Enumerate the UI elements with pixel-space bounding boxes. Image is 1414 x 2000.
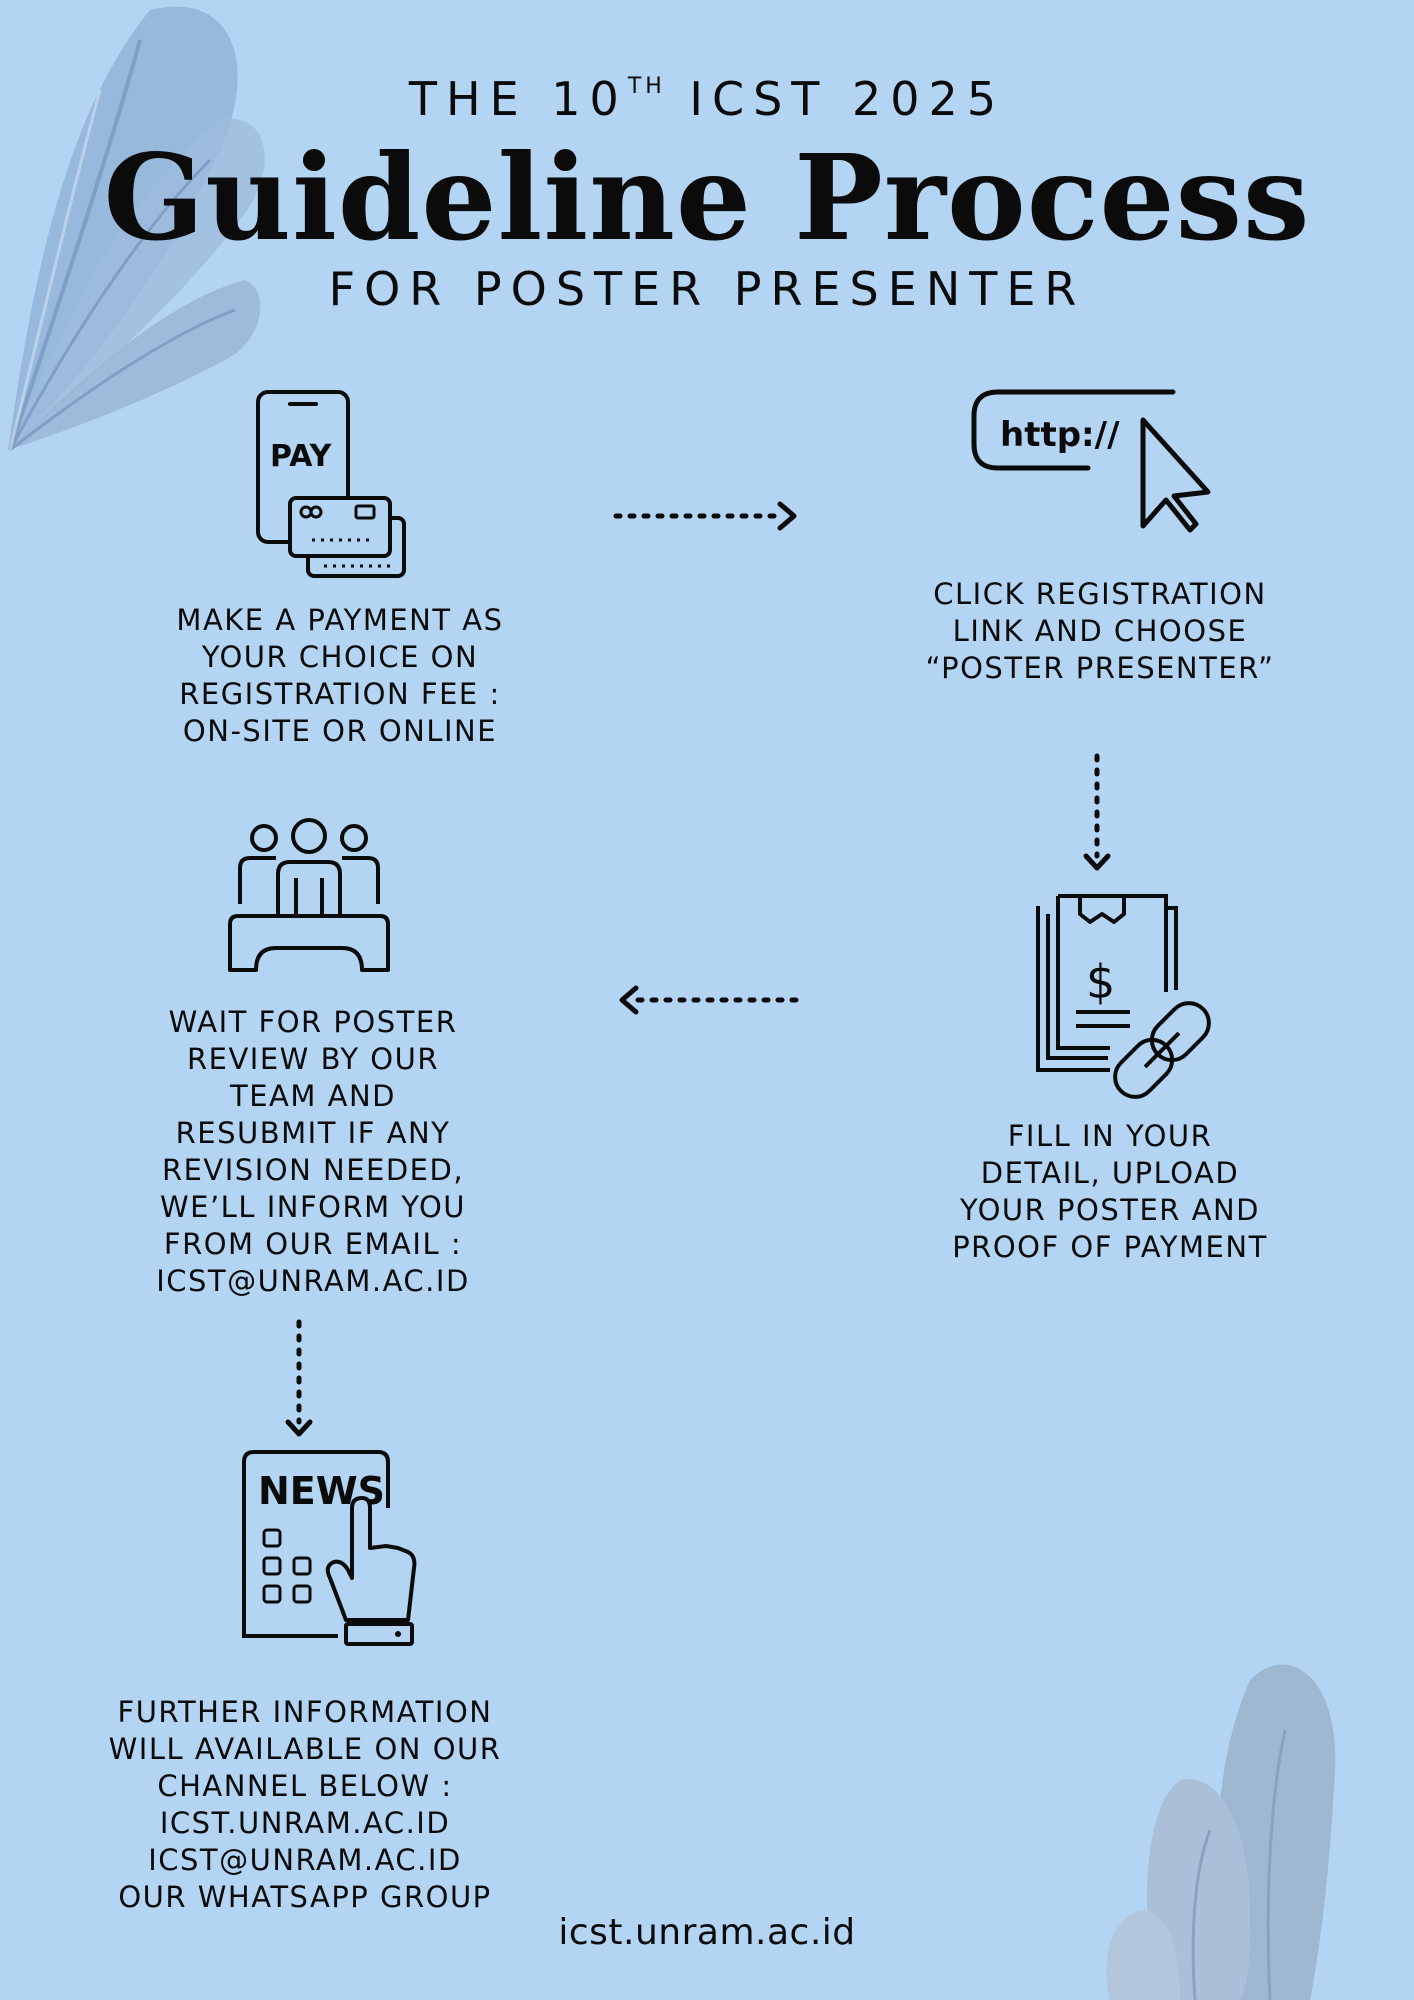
arrow-down-icon (285, 1319, 313, 1437)
step-4-text: WAIT FOR POSTER REVIEW BY OUR TEAM AND R… (156, 1005, 470, 1298)
event-eyebrow: THE 10TH ICST 2025 (0, 72, 1414, 126)
step-2-text: CLICK REGISTRATION LINK AND CHOOSE “POST… (925, 577, 1275, 685)
eyebrow-prefix: THE 10 (408, 72, 628, 126)
http-link-cursor-icon: http:// (968, 388, 1218, 533)
http-label: http:// (1000, 415, 1120, 455)
invoice-link-icon: $ (1030, 892, 1225, 1107)
pay-label: PAY (270, 439, 333, 474)
page-title: Guideline Process (103, 128, 1311, 267)
arrow-down-icon (1083, 753, 1111, 871)
leaf-decoration-bottom-right (1106, 1664, 1336, 2000)
page-subtitle: FOR POSTER PRESENTER (328, 262, 1086, 316)
review-team-icon (226, 818, 392, 976)
svg-text:$: $ (1086, 955, 1115, 1009)
eyebrow-superscript: TH (627, 74, 666, 99)
arrow-right-icon (613, 501, 797, 531)
step-5-text: FURTHER INFORMATION WILL AVAILABLE ON OU… (108, 1695, 502, 1914)
arrow-left-icon (619, 985, 803, 1015)
eyebrow-suffix: ICST 2025 (665, 72, 1006, 126)
step-3-text: FILL IN YOUR DETAIL, UPLOAD YOUR POSTER … (952, 1119, 1268, 1264)
pay-phone-card-icon: PAY (250, 388, 410, 583)
news-tablet-icon: NEWS (238, 1448, 418, 1648)
step-1-text: MAKE A PAYMENT AS YOUR CHOICE ON REGISTR… (176, 603, 504, 748)
leaf-decoration-top-left (8, 6, 265, 452)
footer-website: icst.unram.ac.id (558, 1912, 856, 1953)
